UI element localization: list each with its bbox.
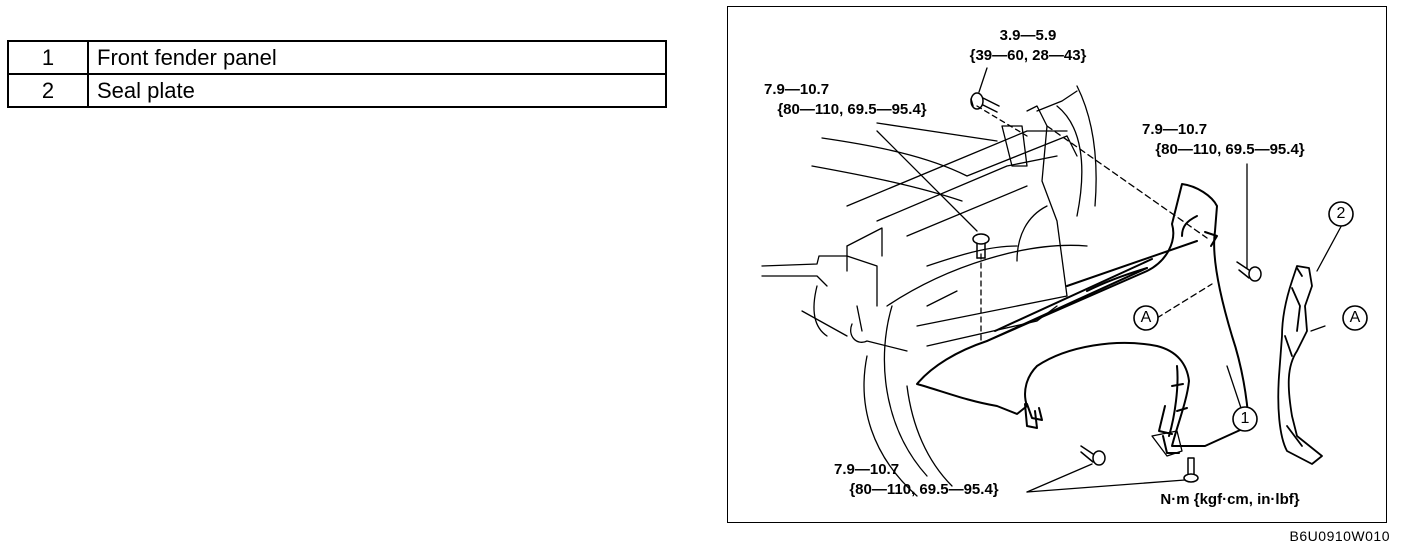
callout-circle-a [1342,305,1368,331]
label-a: A [1140,309,1152,326]
torque-spec-bottom: 7.9—10.7 {80—110, 69.5—95.4} [824,460,1024,500]
torque-value: 3.9—5.9 [999,27,1057,44]
parts-table: 1 Front fender panel 2 Seal plate [7,40,667,108]
part-name: Front fender panel [87,40,667,75]
torque-value-alt: {80—110, 69.5—95.4} [849,481,999,498]
front-fender-panel [916,183,1250,457]
bolt-icon [1080,445,1106,466]
torque-value: 7.9—10.7 [834,461,900,478]
diagram-frame [727,6,1387,523]
part-number: 1 [7,40,89,75]
part-number: 2 [7,73,89,108]
label-1: 1 [1240,410,1250,427]
callout-markers [1133,201,1368,432]
bolt-symbols [970,92,1262,483]
torque-value: 7.9—10.7 [764,81,830,98]
torque-spec-top: 3.9—5.9 {39—60, 28—43} [948,26,1108,66]
table-row: 1 Front fender panel [7,40,667,75]
figure-code: B6U0910W010 [1289,528,1390,544]
body-structure [761,85,1097,497]
fender-exploded-diagram [761,67,1368,497]
torque-spec-upper-right: 7.9—10.7 {80—110, 69.5—95.4} [1130,120,1330,160]
label-2: 2 [1336,205,1346,222]
torque-value-alt: {80—110, 69.5—95.4} [777,101,927,118]
torque-value: 7.9—10.7 [1142,121,1208,138]
leader-lines [876,67,1345,493]
bolt-icon [1236,261,1262,282]
callout-circle-2 [1328,201,1354,227]
callout-circle-1 [1232,406,1258,432]
bolt-icon [972,233,990,259]
torque-value-alt: {39—60, 28—43} [969,47,1087,64]
table-row: 2 Seal plate [7,73,667,108]
torque-unit: N·m {kgf·cm, in·lbf} [1160,491,1300,508]
bolt-icon [970,92,1000,113]
torque-value-alt: {80—110, 69.5—95.4} [1155,141,1305,158]
part-name: Seal plate [87,73,667,108]
label-a: A [1349,309,1361,326]
callout-circle-a [1133,305,1159,331]
bolt-icon [1183,457,1199,483]
torque-spec-upper-left: 7.9—10.7 {80—110, 69.5—95.4} [752,80,952,120]
seal-plate [1277,265,1323,465]
